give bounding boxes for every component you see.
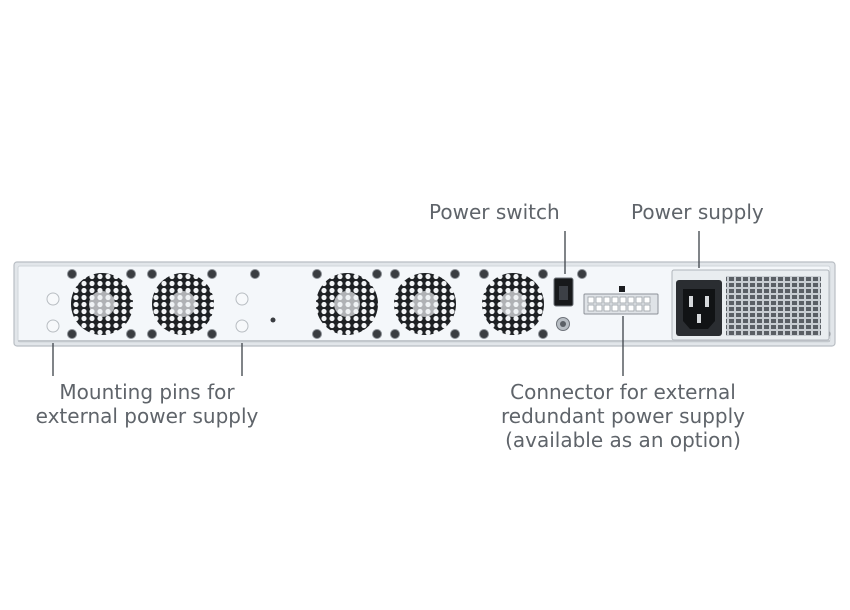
mounting-pins-label-line: external power supply bbox=[35, 404, 259, 428]
screw-icon bbox=[207, 269, 217, 279]
screw-icon bbox=[67, 269, 77, 279]
screw-icon bbox=[372, 269, 382, 279]
fan-grilles bbox=[71, 273, 544, 335]
fan-grille-icon bbox=[316, 273, 378, 335]
screw-icon bbox=[577, 269, 587, 279]
fan-grille-icon bbox=[71, 273, 133, 335]
screws bbox=[67, 269, 831, 339]
power-supply-label: Power supply bbox=[631, 200, 764, 224]
screw-icon bbox=[147, 269, 157, 279]
connector-label: Connector for external redundant power s… bbox=[498, 380, 748, 452]
screw-icon bbox=[479, 269, 489, 279]
screw-icon bbox=[390, 329, 400, 339]
mounting-pin bbox=[46, 319, 60, 333]
psu-vent bbox=[726, 276, 821, 336]
connector-label-line: (available as an option) bbox=[505, 428, 741, 452]
screw-icon bbox=[450, 269, 460, 279]
power-switch-icon[interactable] bbox=[553, 277, 574, 307]
ground-terminal bbox=[556, 317, 570, 331]
screw-icon bbox=[67, 329, 77, 339]
mounting-pins-label: Mounting pins for external power supply bbox=[34, 380, 260, 428]
mounting-pin bbox=[235, 292, 249, 306]
leader-lines bbox=[52, 231, 700, 376]
terminal-connector-icon bbox=[583, 286, 659, 315]
iec-power-socket-icon[interactable] bbox=[676, 280, 722, 336]
connector-label-line: Connector for external bbox=[510, 380, 736, 404]
mounting-pin bbox=[235, 319, 249, 333]
screw-icon bbox=[126, 269, 136, 279]
screw-icon bbox=[390, 269, 400, 279]
connector-label-line: redundant power supply bbox=[500, 404, 745, 428]
power-supply-module bbox=[671, 269, 830, 341]
mounting-pins-label-line: Mounting pins for bbox=[59, 380, 235, 404]
screw-icon bbox=[538, 329, 548, 339]
screw-icon bbox=[312, 329, 322, 339]
screw-icon bbox=[372, 329, 382, 339]
screw-icon bbox=[250, 269, 260, 279]
screw-icon bbox=[538, 269, 548, 279]
screw-icon bbox=[312, 269, 322, 279]
screw-icon bbox=[126, 329, 136, 339]
mounting-pins bbox=[46, 292, 276, 333]
screw-icon bbox=[207, 329, 217, 339]
screw-icon bbox=[147, 329, 157, 339]
mounting-pin bbox=[46, 292, 60, 306]
screw-icon bbox=[479, 329, 489, 339]
screw-icon bbox=[450, 329, 460, 339]
fan-grille-icon bbox=[482, 273, 544, 335]
fan-grille-icon bbox=[394, 273, 456, 335]
power-switch-label: Power switch bbox=[429, 200, 560, 224]
fan-grille-icon bbox=[152, 273, 214, 335]
